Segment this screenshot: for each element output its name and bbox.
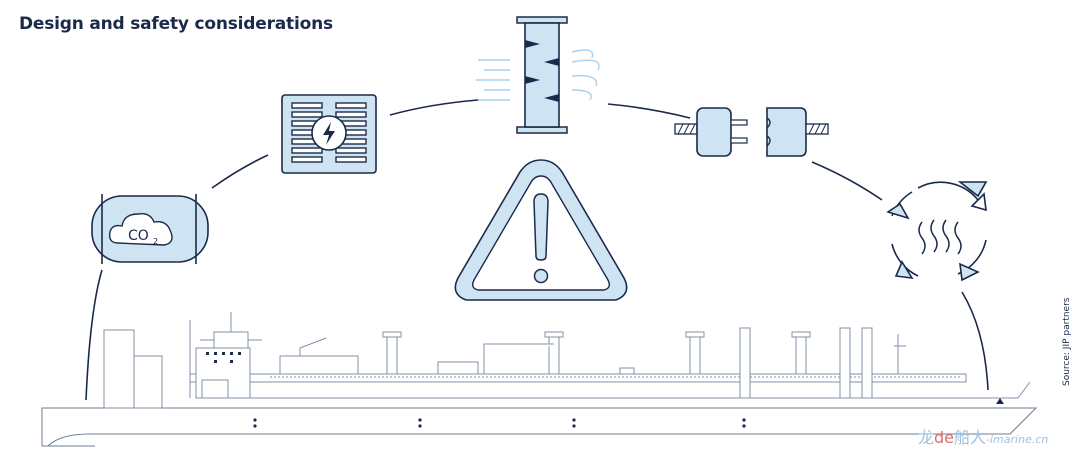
source-credit: Source: JIP partners bbox=[1062, 297, 1072, 387]
watermark-char-3: 船人 bbox=[954, 428, 987, 447]
watermark-domain: -imarine.cn bbox=[986, 433, 1049, 446]
plug-connector-icon bbox=[674, 107, 829, 157]
column-icon bbox=[476, 16, 600, 134]
connector-arcs bbox=[85, 99, 989, 401]
battery-panel-icon bbox=[281, 94, 377, 174]
co2-label: CO bbox=[128, 228, 149, 244]
heat-cycle-icon bbox=[886, 181, 988, 282]
lightning-icon bbox=[323, 122, 335, 145]
ship-illustration bbox=[41, 312, 1038, 447]
page-title: Design and safety considerations bbox=[19, 14, 333, 34]
co2-tank-icon: CO 2 bbox=[91, 194, 209, 264]
watermark-char-1: 龙 bbox=[918, 428, 935, 447]
watermark-char-2: de bbox=[934, 428, 955, 447]
ship-hull bbox=[41, 407, 1038, 447]
arc-segment-left-ship bbox=[85, 269, 103, 401]
arc-segment-co2-battery bbox=[211, 154, 269, 189]
arc-segment-right-ship bbox=[961, 291, 989, 391]
watermark: 龙de船人-imarine.cn bbox=[918, 424, 1048, 448]
co2-subscript: 2 bbox=[153, 237, 158, 246]
arc-segment-battery-column bbox=[389, 99, 479, 116]
warning-triangle-icon bbox=[454, 159, 628, 301]
arc-segment-plug-cycle bbox=[811, 161, 883, 201]
arc-segment-column-plug bbox=[607, 103, 691, 119]
